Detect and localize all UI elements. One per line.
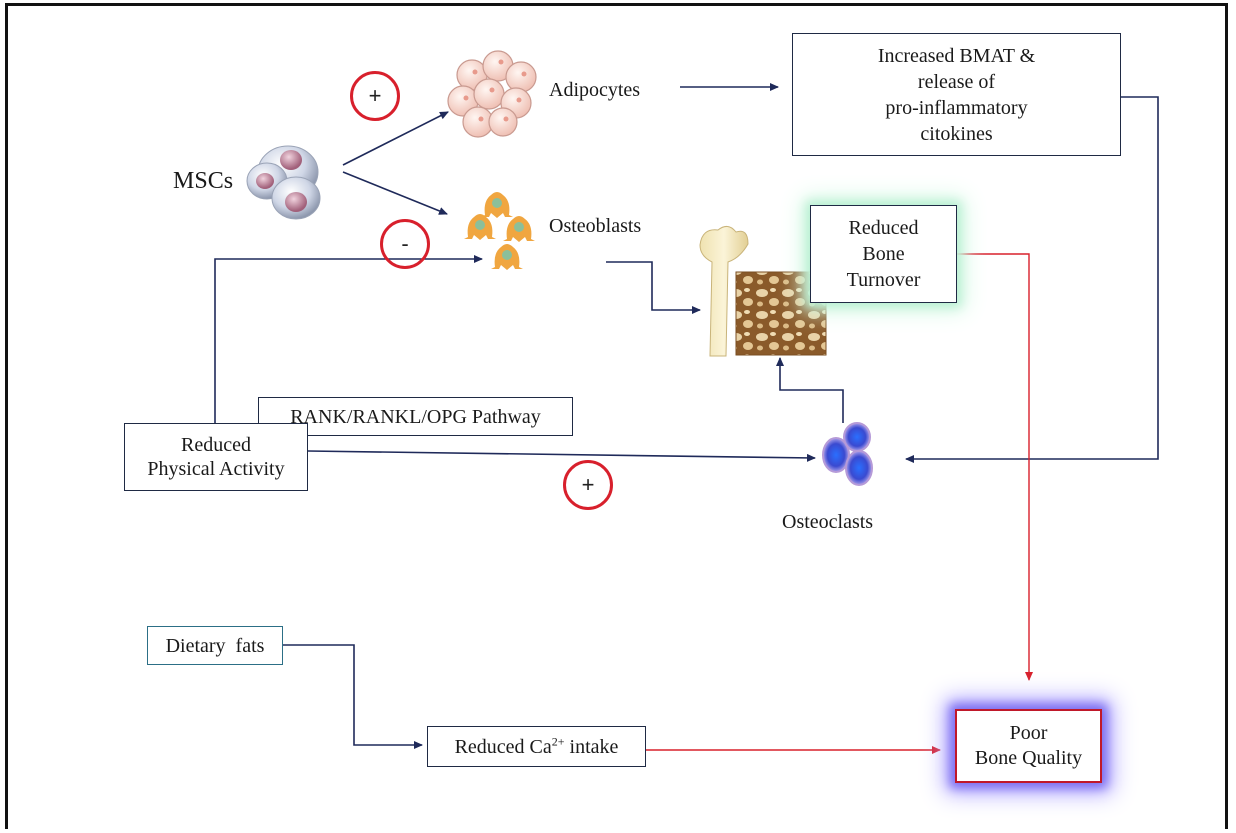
turnover-line-3: Turnover bbox=[846, 269, 921, 291]
osteoclasts-stimulation-sign: + bbox=[563, 460, 613, 510]
turnover-line-2: Bone bbox=[862, 243, 905, 265]
diagram-frame bbox=[5, 3, 1228, 829]
adipocytes-stimulation-sign: + bbox=[350, 71, 400, 121]
arrow-turnover-to-poor-quality bbox=[956, 253, 1033, 681]
adipocytes-icon bbox=[447, 50, 537, 138]
dietary-fats-box: Dietary fats bbox=[147, 626, 283, 665]
arrow-mscs-to-adipocytes bbox=[342, 111, 449, 166]
reduced-physical-activity-box: Reduced Physical Activity bbox=[124, 423, 308, 491]
arrow-bmat-to-osteoclasts bbox=[905, 96, 1159, 463]
bone-icon bbox=[699, 226, 827, 357]
arrow-activity-to-osteoclasts bbox=[307, 450, 816, 462]
mscs-label: MSCs bbox=[173, 168, 234, 194]
turnover-line-1: Reduced bbox=[848, 217, 919, 239]
arrow-osteoclasts-to-bone bbox=[776, 357, 844, 423]
activity-line-1: Reduced bbox=[181, 434, 251, 456]
osteoclasts-label: Osteoclasts bbox=[782, 511, 874, 533]
activity-line-2: Physical Activity bbox=[147, 458, 285, 480]
reduced-calcium-intake-box: Reduced Ca2+ intake bbox=[427, 726, 646, 767]
rank-pathway-box: RANK/RANKL/OPG Pathway bbox=[258, 397, 573, 436]
reduced-bone-turnover-box: Reduced Bone Turnover bbox=[810, 205, 957, 303]
bmat-line-4: citokines bbox=[920, 122, 993, 145]
osteoblasts-label: Osteoblasts bbox=[549, 215, 642, 237]
rank-pathway-text: RANK/RANKL/OPG Pathway bbox=[290, 405, 541, 428]
mscs-cells-icon bbox=[246, 145, 321, 220]
bmat-line-3: pro-inflammatory bbox=[885, 96, 1028, 119]
bmat-line-1: Increased BMAT & bbox=[877, 44, 1036, 67]
poor-quality-line-1: Poor bbox=[1009, 722, 1048, 744]
osteoblasts-icon bbox=[464, 192, 535, 270]
dietary-fats-text: Dietary fats bbox=[165, 634, 265, 657]
calcium-intake-text: Reduced Ca2+ intake bbox=[454, 733, 619, 758]
arrow-osteoblasts-to-bone bbox=[606, 261, 701, 314]
arrow-fats-to-calcium bbox=[283, 644, 423, 749]
arrow-mscs-to-osteoblasts bbox=[342, 171, 448, 215]
osteoclasts-icon bbox=[822, 422, 873, 486]
osteoblasts-inhibition-sign: - bbox=[380, 219, 430, 269]
poor-quality-line-2: Bone Quality bbox=[974, 747, 1083, 769]
bmat-line-2: release of bbox=[917, 70, 996, 93]
bmat-box: Increased BMAT & release of pro-inflamma… bbox=[792, 33, 1121, 156]
adipocytes-label: Adipocytes bbox=[549, 79, 641, 101]
poor-bone-quality-box: Poor Bone Quality bbox=[955, 709, 1102, 783]
